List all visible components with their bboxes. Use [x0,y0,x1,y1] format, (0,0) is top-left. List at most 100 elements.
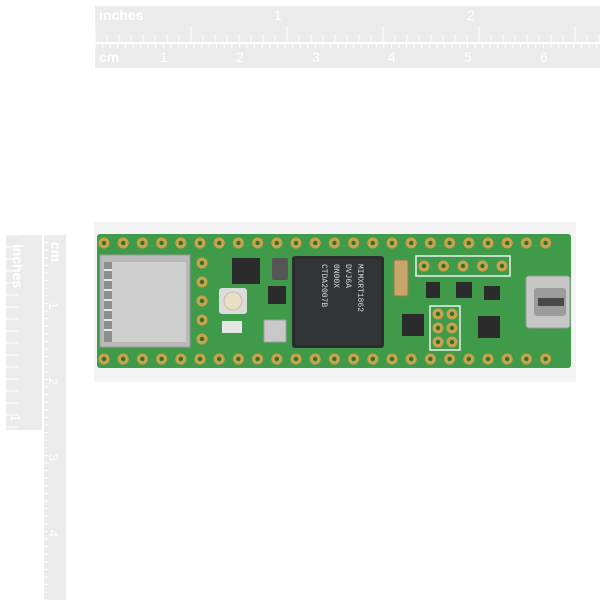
top-cm-ruler-label: cm [99,49,120,65]
left-cm-ruler [44,235,66,600]
top-inch-ruler-label: inches [99,7,144,23]
pad-top-9-hole [274,240,279,246]
pad-inner-left-1-hole [199,279,205,285]
top-cm-number-4: 4 [388,49,396,65]
pad-top-21-hole [505,240,510,246]
pad-top-22-hole [524,240,529,246]
header-outline-2 [429,305,461,351]
pad-grid-1-1-hole [449,325,455,331]
chip-line-3: 0N00X [331,264,340,288]
pad-header-0-hole [421,263,427,269]
pad-bottom-9-hole [274,356,279,362]
pad-top-14-hole [370,240,375,246]
small-component [222,321,242,333]
capacitor [393,259,409,297]
pad-bottom-4-hole [178,356,183,362]
left-cm-ticks [44,234,48,600]
pad-bottom-10-hole [293,356,299,362]
left-inch-ticks [6,234,18,428]
top-cm-number-6: 6 [540,49,548,65]
chip-line-2: DVJ6A [343,264,352,288]
top-inch-number-2: 2 [467,7,475,23]
pad-bottom-8-hole [255,356,260,362]
top-cm-number-5: 5 [464,49,472,65]
pad-bottom-21-hole [505,356,510,362]
pad-top-6-hole [217,240,222,246]
pad-bottom-5-hole [197,356,203,362]
top-inch-ticks [94,26,600,42]
pad-bottom-1-hole [121,356,126,362]
top-cm-number-2: 2 [236,49,244,65]
pad-bottom-6-hole [217,356,222,362]
pad-bottom-15-hole [389,356,395,362]
pad-top-16-hole [409,240,414,246]
chip-line-1: MIMXRT1862 [355,264,364,312]
micro-usb-connector [525,275,571,329]
sd-card-slot [99,254,191,348]
pad-top-15-hole [389,240,395,246]
pad-top-19-hole [466,240,471,246]
main-processor-chip: MIMXRT1862 DVJ6A 0N00X CTDA2007B [292,256,384,348]
pad-header-1-hole [441,263,446,269]
pad-bottom-22-hole [524,356,529,362]
pad-top-23-hole [543,240,548,246]
pad-top-12-hole [332,240,337,246]
top-cm-ticks [94,44,598,48]
pad-bottom-12-hole [332,356,337,362]
pad-inner-left-2-hole [199,298,205,304]
pad-bottom-18-hole [447,356,452,362]
pad-top-13-hole [351,240,356,246]
pad-top-17-hole [428,240,433,246]
pad-inner-left-0-hole [199,260,205,266]
pad-bottom-19-hole [466,356,471,362]
pad-header-4-hole [499,263,505,269]
top-cm-ruler [95,44,600,68]
pad-grid-0-0-hole [435,311,441,317]
pad-bottom-11-hole [313,356,318,362]
pad-top-1-hole [121,240,126,246]
top-cm-number-1: 1 [160,49,168,65]
pad-column-inner [196,257,508,348]
oscillator [263,319,287,343]
pad-grid-2-0-hole [435,339,441,345]
pad-inner-left-3-hole [199,317,205,323]
pad-row-bottom [98,353,552,365]
small-chip-2 [268,286,286,304]
pad-row-top [98,237,552,249]
pad-grid-1-0-hole [435,325,441,331]
pad-grid-2-1-hole [449,339,455,345]
pad-bottom-17-hole [428,356,433,362]
header-outline [415,255,511,277]
pad-inner-left-4-hole [199,336,205,342]
small-chip-5 [484,286,500,300]
pad-bottom-14-hole [370,356,375,362]
small-chip-4 [456,282,472,298]
small-chip-1 [232,258,260,284]
pad-top-10-hole [293,240,299,246]
small-chip-6 [402,314,424,336]
pad-top-5-hole [197,240,203,246]
pad-header-3-hole [480,263,485,269]
push-button [219,288,247,314]
pad-top-0-hole [101,240,107,246]
left-inch-ruler [6,235,42,430]
pad-grid-0-1-hole [449,311,455,317]
pad-bottom-3-hole [159,356,164,362]
pad-top-4-hole [178,240,183,246]
pad-top-3-hole [159,240,164,246]
chip-line-4: CTDA2007B [319,264,328,307]
pad-top-11-hole [313,240,318,246]
crystal [272,258,288,280]
pad-top-8-hole [255,240,260,246]
pad-top-7-hole [236,240,241,246]
top-cm-number-3: 3 [312,49,320,65]
pad-bottom-0-hole [101,356,107,362]
pad-bottom-7-hole [236,356,241,362]
pad-bottom-13-hole [351,356,356,362]
pad-bottom-2-hole [140,356,145,362]
pad-top-18-hole [447,240,452,246]
pad-top-2-hole [140,240,145,246]
pad-bottom-16-hole [409,356,414,362]
pad-bottom-20-hole [485,356,491,362]
